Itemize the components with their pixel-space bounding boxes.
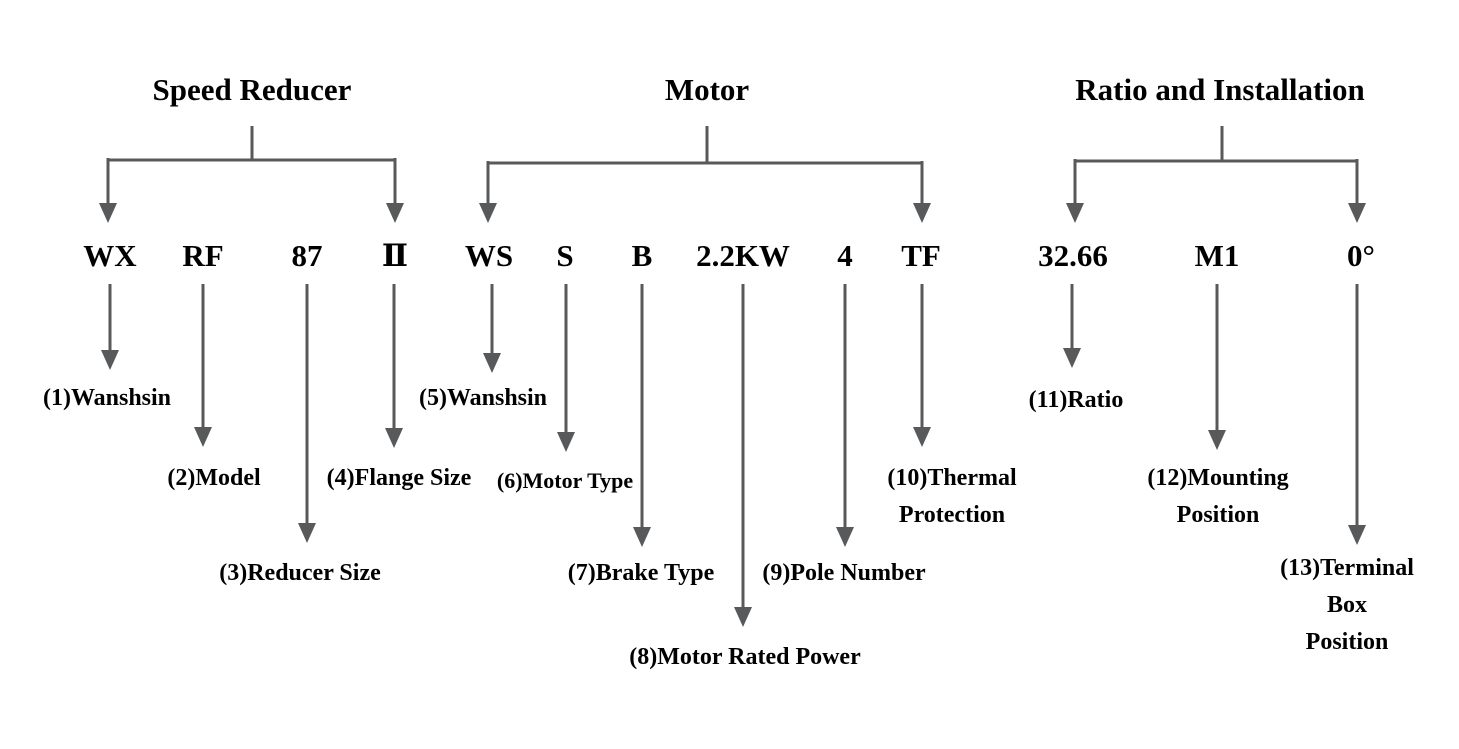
label-10-thermal-protection: (10)Thermal Protection: [887, 465, 1017, 528]
arrow-tf-thermal-protection: [913, 284, 931, 447]
arrow-0deg-terminal-box: [1348, 284, 1366, 545]
label-4-flange-size: (4)Flange Size: [326, 465, 472, 491]
code-wx: WX: [83, 238, 137, 273]
group-title-motor: Motor: [664, 72, 750, 107]
arrow-3266-ratio: [1063, 284, 1081, 368]
group-title-speed-reducer: Speed Reducer: [152, 72, 352, 107]
code-22kw: 2.2KW: [696, 238, 790, 273]
speed-reducer-connector: [99, 126, 404, 223]
code-b: B: [631, 238, 653, 273]
label-1-wanshsin: (1)Wanshsin: [42, 385, 172, 411]
arrow-wx-wanshsin: [101, 284, 119, 370]
label-11-ratio: (11)Ratio: [1028, 387, 1124, 413]
arrow-ws-wanshsin: [483, 284, 501, 373]
label-12-mounting-position: (12)Mounting Position: [1147, 465, 1289, 528]
label-2-model: (2)Model: [167, 465, 261, 491]
code-tf: TF: [901, 238, 941, 273]
arrow-87-reducer-size: [298, 284, 316, 543]
arrow-4-pole-number: [836, 284, 854, 547]
label-13-terminal-box-position: (13)Terminal Box Position: [1280, 555, 1414, 655]
group-title-ratio-installation: Ratio and Installation: [1075, 72, 1365, 107]
arrow-s-motor-type: [557, 284, 575, 452]
arrow-b-brake-type: [633, 284, 651, 547]
motor-connector: [479, 126, 931, 223]
code-rf: RF: [182, 238, 224, 273]
label-8-motor-rated-power: (8)Motor Rated Power: [629, 644, 861, 670]
code-s: S: [556, 238, 574, 273]
label-5-wanshsin: (5)Wanshsin: [418, 385, 548, 411]
arrow-rf-model: [194, 284, 212, 447]
arrow-ii-flange-size: [385, 284, 403, 448]
code-4: 4: [837, 238, 853, 273]
label-3-reducer-size: (3)Reducer Size: [219, 560, 381, 586]
label-7-brake-type: (7)Brake Type: [567, 560, 715, 586]
code-m1: M1: [1194, 238, 1240, 273]
ratio-installation-connector: [1066, 126, 1366, 223]
label-6-motor-type: (6)Motor Type: [496, 468, 634, 493]
code-ii: Ⅱ: [381, 238, 409, 273]
code-ws: WS: [464, 238, 514, 273]
arrow-m1-mounting-position: [1208, 284, 1226, 450]
code-3266: 32.66: [1038, 238, 1108, 273]
arrow-22kw-rated-power: [734, 284, 752, 627]
label-9-pole-number: (9)Pole Number: [762, 560, 926, 586]
code-87: 87: [291, 238, 323, 273]
code-0deg: 0°: [1347, 238, 1375, 273]
